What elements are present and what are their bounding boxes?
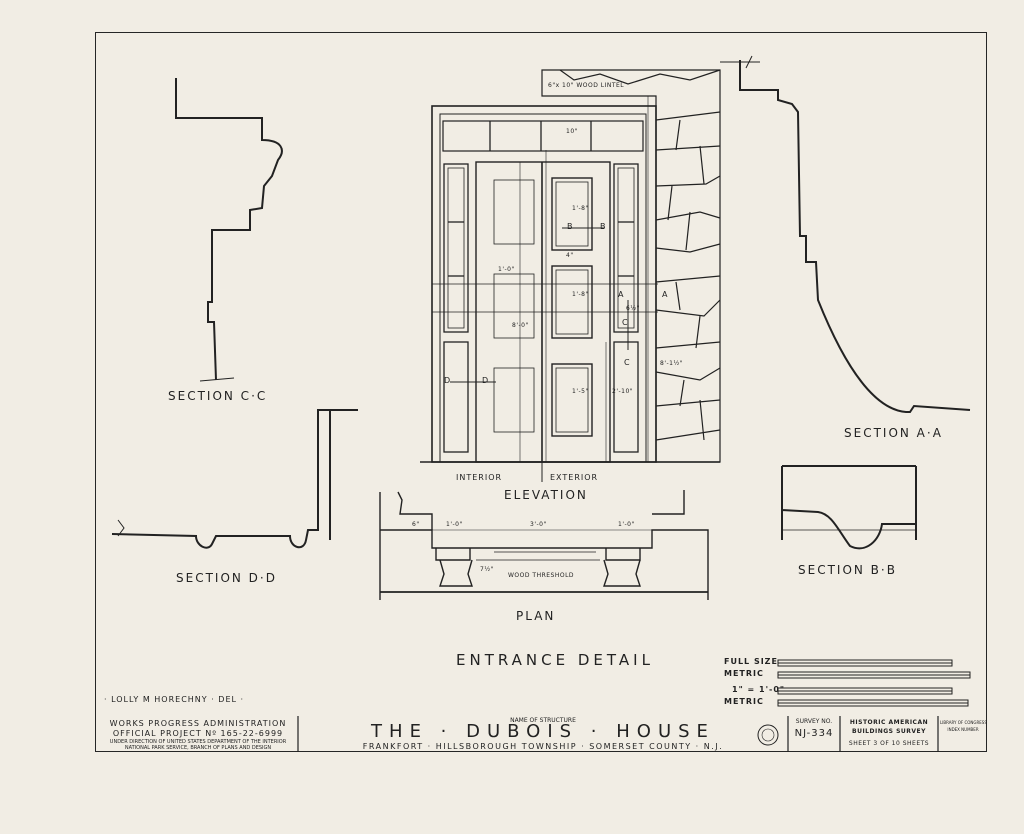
dim-panel-2: 1'-8" xyxy=(572,291,589,298)
section-aa-profile xyxy=(739,60,971,413)
stone-wall xyxy=(541,69,721,463)
section-cc-label: SECTION C·C xyxy=(168,389,268,403)
scale-metric-1: METRIC xyxy=(724,669,764,678)
section-bb-label: SECTION B·B xyxy=(798,563,897,577)
survey-number: NJ-334 xyxy=(794,728,834,739)
structure-location: FRANKFORT · HILLSBOROUGH TOWNSHIP · SOME… xyxy=(362,742,724,751)
dim-transom: 10" xyxy=(566,128,578,135)
dim-panel-1: 1'-8" xyxy=(572,205,589,212)
marker-a-right: A xyxy=(662,290,669,299)
dim-plan-4: 1'-0" xyxy=(618,521,635,528)
marker-d-left: D xyxy=(444,376,452,385)
plan-view xyxy=(379,490,709,600)
section-cc-profile xyxy=(175,78,283,381)
marker-b-right: B xyxy=(600,222,607,231)
marker-b-left: B xyxy=(567,222,574,231)
scale-bars xyxy=(777,659,971,707)
main-title: ENTRANCE DETAIL xyxy=(456,651,654,669)
dim-rail: 6½" xyxy=(626,305,640,312)
wpa-line-1: WORKS PROGRESS ADMINISTRATION xyxy=(109,719,287,728)
interior-label: INTERIOR xyxy=(456,473,503,482)
section-dd-label: SECTION D·D xyxy=(176,571,277,585)
dim-overall: 8'-1½" xyxy=(660,360,684,367)
drawing-border xyxy=(95,32,987,752)
sheet-info: SHEET 3 OF 10 SHEETS xyxy=(848,740,930,747)
dim-stile: 1'-0" xyxy=(498,266,515,273)
lintel-label: 6"x 10" WOOD LINTEL xyxy=(548,82,625,89)
library-line-2: INDEX NUMBER xyxy=(947,727,979,732)
dim-plan-1: 6" xyxy=(412,521,420,528)
dim-plan-3: 3'-0" xyxy=(530,521,547,528)
left-sidelight xyxy=(443,163,469,333)
scale-full-size: FULL SIZE xyxy=(724,657,778,666)
scale-inch-foot: 1" = 1'-0" xyxy=(732,685,786,694)
library-line-1: LIBRARY OF CONGRESS xyxy=(940,720,987,725)
wpa-line-2: OFFICIAL PROJECT Nº 165-22-6999 xyxy=(112,729,284,738)
structure-name: THE · DUBOIS · HOUSE xyxy=(371,721,715,742)
wpa-line-3: UNDER DIRECTION OF UNITED STATES DEPARTM… xyxy=(109,739,287,745)
marker-c-bottom: C xyxy=(624,358,631,367)
survey-caption: SURVEY NO. xyxy=(795,718,833,725)
marker-d-right: D xyxy=(482,376,490,385)
name-caption: NAME OF STRUCTURE xyxy=(510,717,576,724)
section-dd-profile xyxy=(111,409,331,549)
exterior-label: EXTERIOR xyxy=(550,473,599,482)
section-bb-profile xyxy=(781,465,917,550)
threshold-label: WOOD THRESHOLD xyxy=(508,572,575,579)
transom xyxy=(442,120,644,152)
dim-plan-5: 7½" xyxy=(480,566,494,573)
right-sidelight xyxy=(613,163,639,333)
dim-panel-3: 1'-5" xyxy=(572,388,589,395)
marker-c-top: C xyxy=(622,318,629,327)
habs-line-2: BUILDINGS SURVEY xyxy=(852,728,926,735)
habs-line-1: HISTORIC AMERICAN xyxy=(849,719,929,726)
elevation-label: ELEVATION xyxy=(504,488,588,502)
dim-gap: 4" xyxy=(566,252,574,259)
plan-label: PLAN xyxy=(516,609,556,623)
section-aa-label: SECTION A·A xyxy=(844,426,943,440)
scale-metric-2: METRIC xyxy=(724,697,764,706)
wpa-line-4: NATIONAL PARK SERVICE, BRANCH OF PLANS A… xyxy=(124,745,272,751)
delineator: · LOLLY M HORECHNY · DEL · xyxy=(104,695,245,704)
dim-plan-2: 1'-0" xyxy=(446,521,463,528)
survey-seal-icon xyxy=(757,724,779,746)
dim-lower: 2'-10" xyxy=(612,388,634,395)
marker-a-left: A xyxy=(618,290,625,299)
dim-door-height: 8'-0" xyxy=(512,322,529,329)
